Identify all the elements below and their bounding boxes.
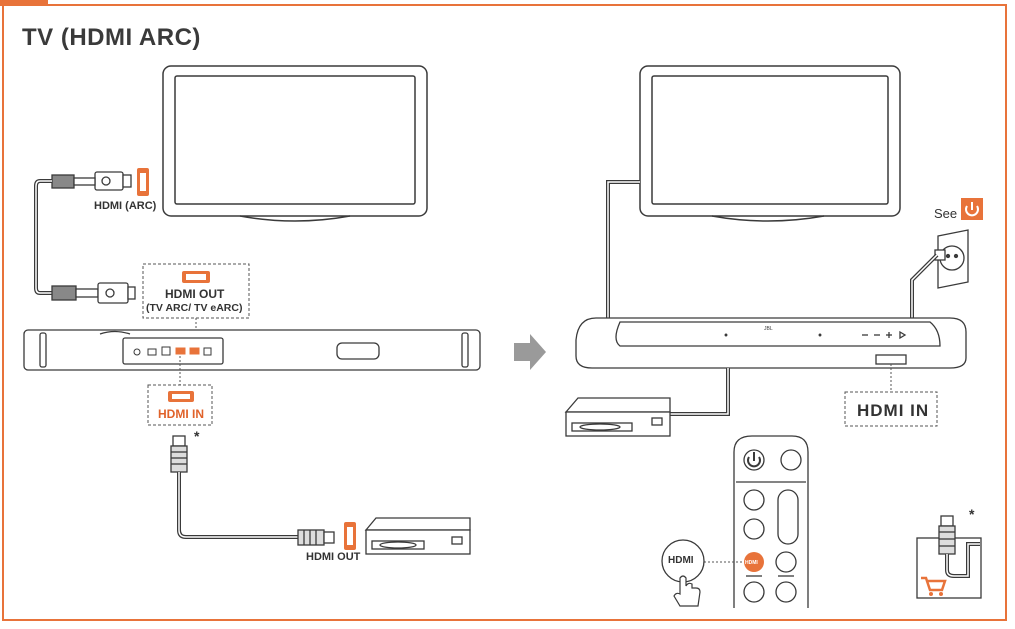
hdmi-port-icon — [182, 271, 210, 283]
power-icon — [961, 198, 983, 220]
tv-hdmi-arc-label: HDMI (ARC) — [94, 200, 157, 212]
power-outlet — [934, 229, 969, 289]
left-horizontal-plug — [297, 529, 335, 546]
hdmi-in-label-right: HDMI IN — [857, 401, 930, 420]
shopping-cart-icon — [921, 576, 947, 596]
asterisk-right: * — [969, 506, 975, 522]
right-soundbar: JBL — [575, 317, 967, 369]
power-icon — [747, 452, 761, 468]
hdmi-port-icon — [137, 168, 149, 196]
remote-hdmi-small-text: HDMI — [745, 560, 758, 566]
hand-pointer-icon — [673, 575, 701, 607]
remote-control — [733, 435, 809, 608]
left-tv — [162, 65, 428, 222]
hdmi-port-icon — [344, 522, 356, 550]
soundbar-brand-text: JBL — [764, 326, 773, 332]
page-title: TV (HDMI ARC) — [22, 24, 201, 51]
right-tv — [639, 65, 901, 222]
remote-hdmi-button — [744, 552, 764, 572]
right-source-device — [564, 397, 671, 437]
arrow-right-icon — [514, 334, 546, 370]
soundbar-ports — [133, 346, 212, 356]
see-label: See — [934, 206, 958, 221]
hdmi-port-icon — [168, 391, 194, 402]
left-source-device — [364, 517, 471, 555]
corner-tab — [0, 0, 48, 6]
left-cable-top — [51, 171, 132, 191]
remote-hdmi-callout-label: HDMI — [668, 555, 694, 566]
left-cable-bottom — [51, 282, 136, 304]
source-hdmi-out-label: HDMI OUT — [306, 551, 361, 563]
hdmi-in-label-left: HDMI IN — [158, 407, 204, 421]
hdmi-out-sub-label: (TV ARC/ TV eARC) — [146, 302, 243, 314]
asterisk-left: * — [194, 428, 200, 444]
left-vertical-plug — [170, 435, 188, 473]
hdmi-out-label: HDMI OUT — [165, 287, 225, 301]
left-soundbar — [23, 329, 481, 371]
diagram-frame — [2, 4, 1007, 621]
